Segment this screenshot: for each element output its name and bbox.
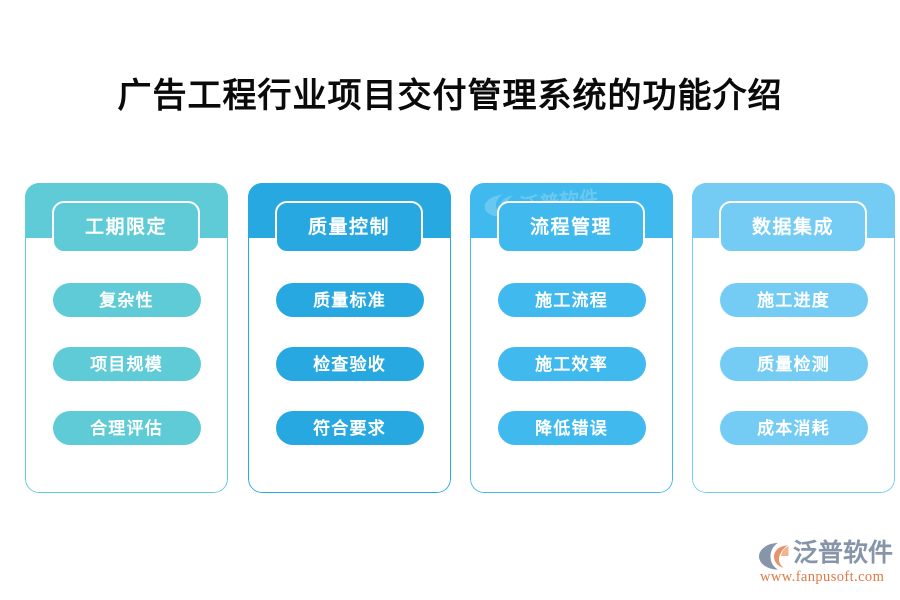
card-item-pill[interactable]: 施工进度 [719, 283, 868, 317]
card-item-pill[interactable]: 质量标准 [275, 283, 424, 317]
card-header-tab[interactable]: 工期限定 [52, 201, 200, 253]
card-item-pill[interactable]: 合理评估 [52, 411, 201, 445]
card-header-tab[interactable]: 数据集成 [719, 201, 867, 253]
card-item-label: 成本消耗 [757, 418, 830, 438]
card-item-label: 质量检测 [757, 354, 830, 374]
brand-url: www.fanpusoft.com [760, 569, 885, 585]
card-item-pill[interactable]: 质量检测 [719, 347, 868, 381]
card-item-label: 质量标准 [313, 290, 386, 310]
card-item-pill[interactable]: 施工流程 [497, 283, 646, 317]
card-header-label: 工期限定 [84, 216, 167, 238]
card-header-label: 流程管理 [529, 216, 612, 238]
card-data[interactable]: 数据集成施工进度质量检测成本消耗 [692, 183, 895, 493]
card-item-label: 检查验收 [313, 354, 386, 374]
card-item-list: 质量标准检查验收符合要求 [248, 283, 451, 445]
brand-logo: 泛普软件 www.fanpusoft.com [757, 538, 897, 590]
card-header-label: 数据集成 [751, 216, 834, 238]
card-item-label: 施工流程 [535, 290, 608, 310]
card-item-pill[interactable]: 施工效率 [497, 347, 646, 381]
card-schedule[interactable]: 工期限定复杂性项目规模合理评估 [25, 183, 228, 493]
card-item-label: 施工效率 [535, 354, 608, 374]
card-item-label: 符合要求 [313, 418, 386, 438]
card-item-pill[interactable]: 项目规模 [52, 347, 201, 381]
card-item-pill[interactable]: 符合要求 [275, 411, 424, 445]
card-item-label: 降低错误 [535, 418, 608, 438]
page-title: 广告工程行业项目交付管理系统的功能介绍 [117, 78, 783, 115]
card-item-pill[interactable]: 复杂性 [52, 283, 201, 317]
card-item-list: 复杂性项目规模合理评估 [25, 283, 228, 445]
card-item-pill[interactable]: 成本消耗 [719, 411, 868, 445]
card-item-label: 复杂性 [99, 290, 154, 310]
feature-cards-row: 工期限定复杂性项目规模合理评估质量控制质量标准检查验收符合要求泛普软件www.f… [25, 183, 895, 493]
card-header-tab[interactable]: 质量控制 [275, 201, 423, 253]
card-quality[interactable]: 质量控制质量标准检查验收符合要求 [248, 183, 451, 493]
card-item-list: 施工流程施工效率降低错误 [470, 283, 673, 445]
card-header-tab[interactable]: 流程管理 [497, 201, 645, 253]
brand-name: 泛普软件 [793, 540, 894, 567]
card-item-pill[interactable]: 检查验收 [275, 347, 424, 381]
card-item-list: 施工进度质量检测成本消耗 [692, 283, 895, 445]
fanpusoft-logo-icon [757, 541, 791, 571]
card-item-label: 项目规模 [90, 354, 163, 374]
card-header-label: 质量控制 [307, 216, 390, 238]
card-item-pill[interactable]: 降低错误 [497, 411, 646, 445]
card-item-label: 合理评估 [90, 418, 163, 438]
card-item-label: 施工进度 [757, 290, 830, 310]
